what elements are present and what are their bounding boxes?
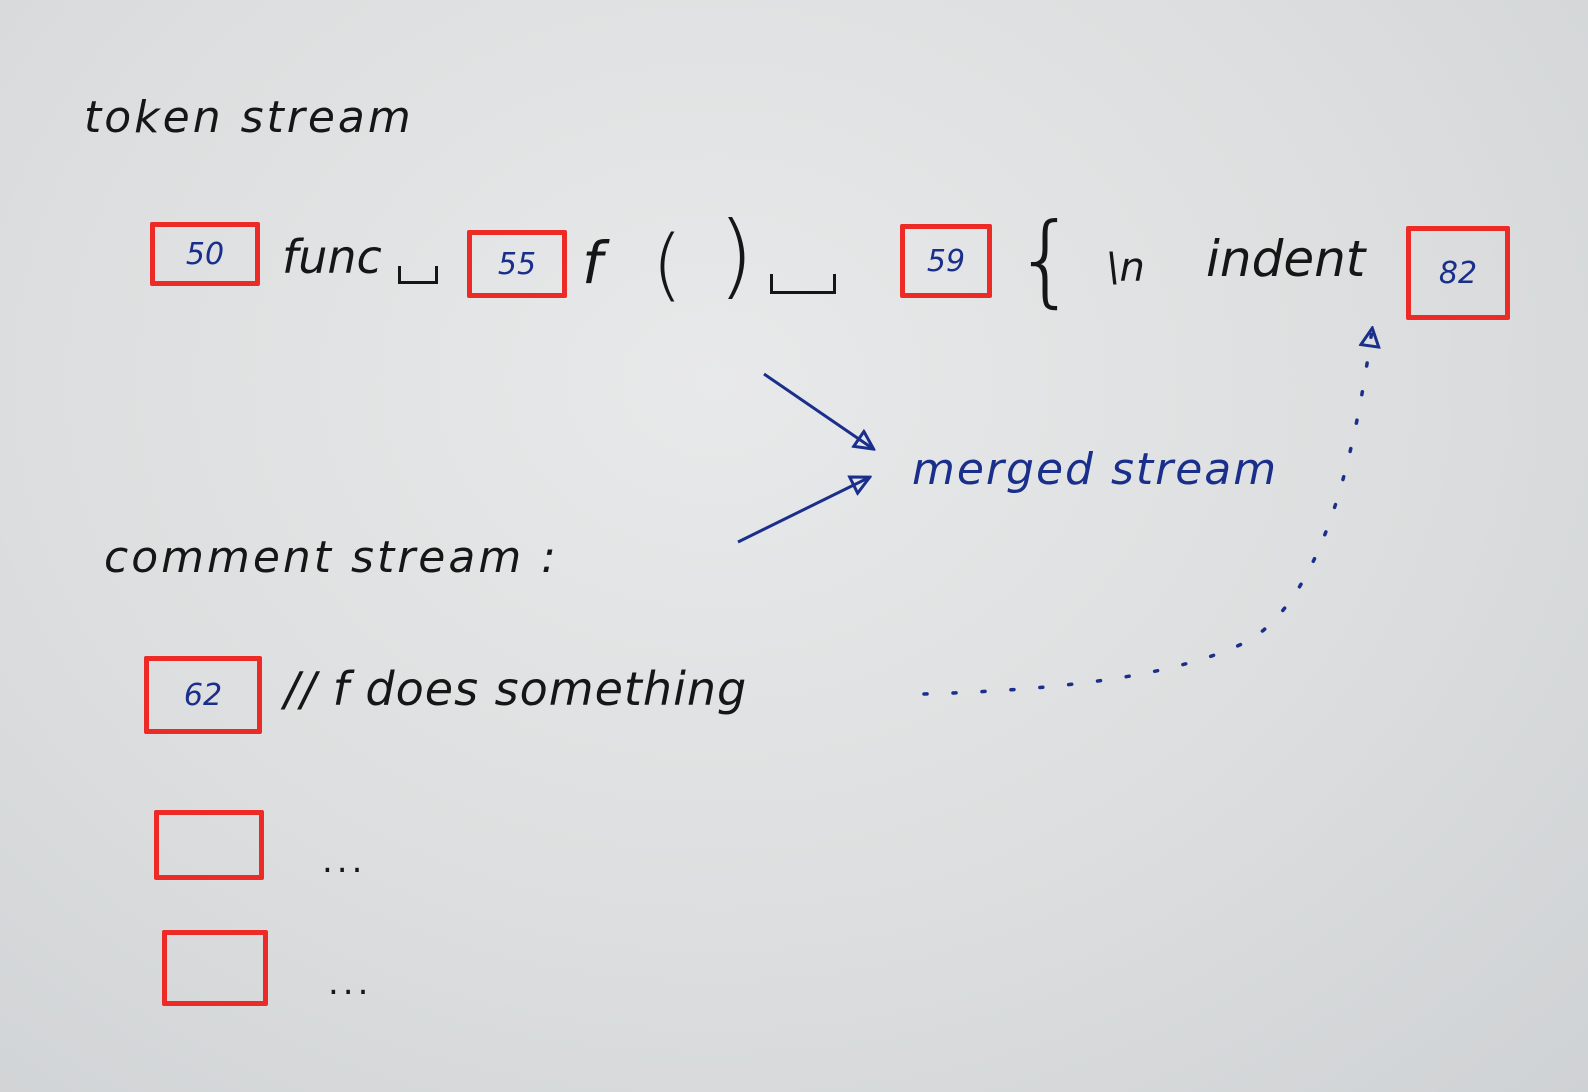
token-open-brace: { (1014, 201, 1078, 318)
comment-box-62: 62 (144, 656, 262, 734)
arrow-token-to-merged (763, 372, 872, 448)
token-stream-heading: token stream (84, 92, 414, 143)
comment-ellipsis-1: ... (322, 841, 367, 881)
token-open-paren: ( (652, 220, 683, 310)
token-box-59: 59 (900, 224, 992, 298)
token-close-paren: ) (718, 202, 754, 309)
token-newline: \n (1106, 245, 1145, 291)
arrow-comment-to-merged (737, 478, 868, 544)
dotted-arrow-comment-to-82 (922, 330, 1372, 696)
token-box-82: 82 (1406, 226, 1510, 320)
comment-box-empty-1 (154, 810, 264, 880)
token-func: func (282, 230, 382, 284)
comment-stream-heading: comment stream : (104, 532, 559, 583)
merged-stream-label: merged stream (912, 444, 1279, 495)
comment-box-empty-2 (162, 930, 268, 1006)
space-mark-2 (770, 274, 836, 294)
token-box-55: 55 (467, 230, 567, 298)
space-mark-1 (398, 266, 438, 284)
token-f: f (582, 229, 603, 297)
token-box-50: 50 (150, 222, 260, 286)
token-indent: indent (1206, 230, 1366, 288)
comment-ellipsis-2: ... (328, 963, 373, 1003)
comment-text: // f does something (284, 662, 748, 716)
